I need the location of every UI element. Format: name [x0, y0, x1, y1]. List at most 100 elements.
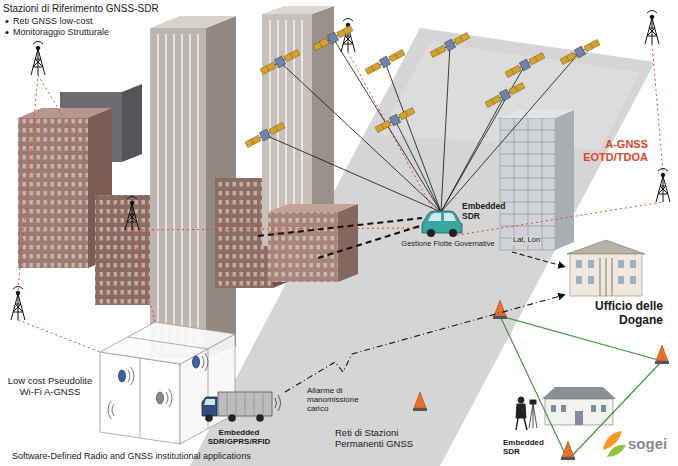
device-label: Embedded SDR [462, 202, 510, 222]
fleet-car [427, 229, 435, 237]
villa-building [561, 405, 566, 412]
surveyor-figure [529, 404, 537, 428]
city-buildings [181, 34, 183, 352]
satellites [374, 106, 415, 134]
a-gnss-links [132, 230, 155, 322]
device-label: Embedded SDR/GPRS/RFID [195, 428, 283, 446]
cargo-truck [204, 399, 215, 405]
office-building [500, 154, 555, 155]
satellite-signals [280, 62, 441, 212]
surveyor-figure [516, 404, 526, 418]
customs-building [570, 254, 642, 296]
pseudolite-heading: Low cost Pseudolite Wi-Fi A-GNSS [2, 376, 98, 398]
surveyor-figure [530, 400, 536, 404]
city-buildings [273, 169, 295, 288]
satellite-signals [385, 62, 441, 212]
bullet-item: Reti GNSS low-cost [13, 16, 93, 26]
customs-building [576, 260, 636, 284]
city-buildings [95, 195, 150, 305]
office-building [500, 202, 555, 203]
a-gnss-links [18, 44, 663, 352]
office-building [500, 110, 574, 250]
sogei-logo-mark [603, 431, 622, 450]
satellite-signals [441, 45, 450, 212]
a-gnss-links [18, 320, 100, 352]
customs-building [567, 240, 645, 254]
surveyor-figure [518, 397, 524, 403]
city-buildings [18, 108, 112, 118]
station-cone [655, 345, 669, 364]
pseudolite-cube [100, 322, 235, 364]
villa-building [591, 405, 596, 412]
customs-building [567, 240, 645, 296]
antenna-tower [341, 19, 355, 53]
cargo-truck [236, 393, 237, 415]
office-building [555, 110, 574, 250]
pseudolite-cube [100, 352, 180, 444]
device-label: Embedded SDR [503, 438, 549, 456]
pseudolite-cube [108, 401, 114, 419]
customs-building [576, 276, 582, 284]
pseudolite-cube [202, 353, 208, 371]
heading-label: Stazioni di Riferimento GNSS-SDR [3, 3, 159, 15]
road-plane [190, 28, 655, 466]
city-buildings [157, 34, 159, 352]
city-buildings [268, 204, 358, 212]
road-highlight [380, 42, 640, 150]
bullet-item: Monitoraggio Strutturale [13, 27, 109, 37]
a-gnss-links [38, 75, 132, 230]
customs-building [605, 258, 607, 296]
cargo-truck [254, 393, 255, 415]
permanent-station-network [500, 316, 568, 460]
a-gnss-links [18, 75, 38, 290]
satellite-signals [265, 135, 441, 212]
cargo-truck [245, 393, 246, 415]
multipath-lines [258, 218, 422, 258]
cargo-truck [256, 414, 264, 422]
a-gnss-links [132, 228, 420, 230]
villa-building [542, 387, 616, 399]
pseudolite-cube [208, 349, 209, 429]
villa-building [601, 405, 606, 412]
office-building [500, 214, 555, 215]
pseudolite-cube [180, 334, 235, 444]
office-building [500, 166, 555, 167]
customs-building [600, 258, 612, 296]
satellites [312, 24, 353, 52]
a-gnss-links [452, 202, 663, 236]
customs-building [630, 276, 636, 284]
antenna-tower [31, 42, 45, 76]
fleet-car [428, 213, 441, 221]
fleet-car [444, 213, 456, 221]
cargo-truck [275, 395, 281, 411]
connector-group [285, 252, 565, 392]
customs-building [588, 260, 594, 268]
logo-word: sogei [628, 435, 667, 452]
customs-building [599, 258, 601, 296]
cargo-truck [227, 393, 228, 415]
station-cone [561, 441, 575, 460]
city-buildings [150, 16, 236, 28]
multipath-lines [258, 218, 422, 236]
satellites [244, 121, 285, 149]
satellite-signals [441, 95, 505, 212]
city-buildings [268, 212, 338, 282]
cargo-truck [202, 392, 281, 422]
satellite-signals [441, 65, 525, 212]
office-name: Ufficio delle Dogane [567, 300, 663, 328]
office-building [514, 118, 515, 250]
office-building [500, 130, 555, 131]
city-buildings [268, 212, 338, 282]
connector-label: Lat, Lon [512, 236, 541, 245]
cargo-truck [218, 392, 272, 416]
city-buildings [269, 20, 271, 240]
pseudolite-node: Low cost Pseudolite Wi-Fi A-GNSS [100, 318, 236, 446]
villa-building [542, 387, 616, 425]
pseudolite-cube [140, 358, 141, 438]
signal-connector [512, 252, 565, 267]
pseudolite-cube [157, 392, 164, 404]
a-gnss-links [348, 52, 432, 208]
office-building [500, 178, 555, 179]
station-cone [493, 300, 507, 319]
city-buildings [338, 204, 358, 282]
